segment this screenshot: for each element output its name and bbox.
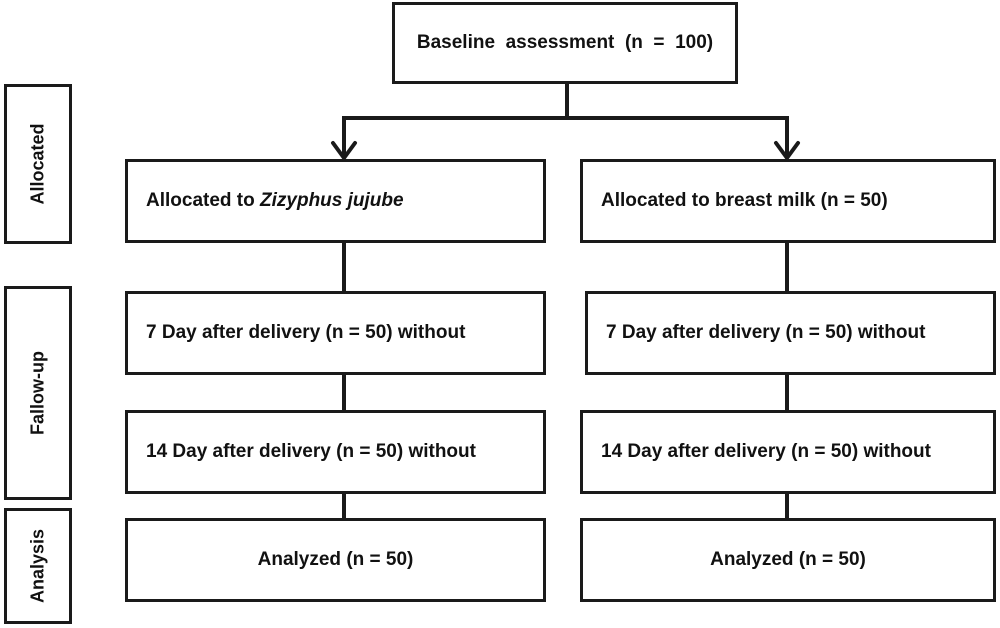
left-analyzed-label: Analyzed (n = 50): [257, 549, 414, 570]
side-label-analysis: Analysis: [27, 528, 48, 604]
right-allocated-box: Allocated to breast milk (n = 50): [580, 159, 996, 243]
left-day14-label: 14 Day after delivery (n = 50) without: [146, 441, 476, 462]
left-day7-label: 7 Day after delivery (n = 50) without: [146, 322, 466, 343]
left-allocated-box: Allocated to Zizyphus jujube: [125, 159, 546, 243]
side-label-allocated: Allocated: [27, 123, 48, 205]
right-arrowhead-icon: [774, 141, 800, 160]
right-allocated-label: Allocated to breast milk (n = 50): [601, 190, 888, 211]
left-arrowhead-icon: [331, 141, 357, 160]
baseline-box: Baseline assessment (n = 100): [392, 2, 738, 84]
right-day14-label: 14 Day after delivery (n = 50) without: [601, 441, 931, 462]
right-day14-box: 14 Day after delivery (n = 50) without: [580, 410, 996, 494]
baseline-label: Baseline assessment (n = 100): [416, 32, 714, 53]
left-day14-box: 14 Day after delivery (n = 50) without: [125, 410, 546, 494]
right-day7-label: 7 Day after delivery (n = 50) without: [606, 322, 926, 343]
side-label-allocated-box: Allocated: [4, 84, 72, 244]
left-day7-box: 7 Day after delivery (n = 50) without: [125, 291, 546, 375]
left-analyzed-box: Analyzed (n = 50): [125, 518, 546, 602]
left-allocated-prefix: Allocated to: [146, 190, 261, 211]
side-label-analysis-box: Analysis: [4, 508, 72, 624]
right-analyzed-label: Analyzed (n = 50): [710, 549, 866, 570]
side-label-followup: Fallow-up: [27, 351, 48, 435]
right-day7-box: 7 Day after delivery (n = 50) without: [585, 291, 996, 375]
left-allocated-species: Zizyphus jujube: [260, 190, 404, 211]
right-analyzed-box: Analyzed (n = 50): [580, 518, 996, 602]
side-label-followup-box: Fallow-up: [4, 286, 72, 500]
